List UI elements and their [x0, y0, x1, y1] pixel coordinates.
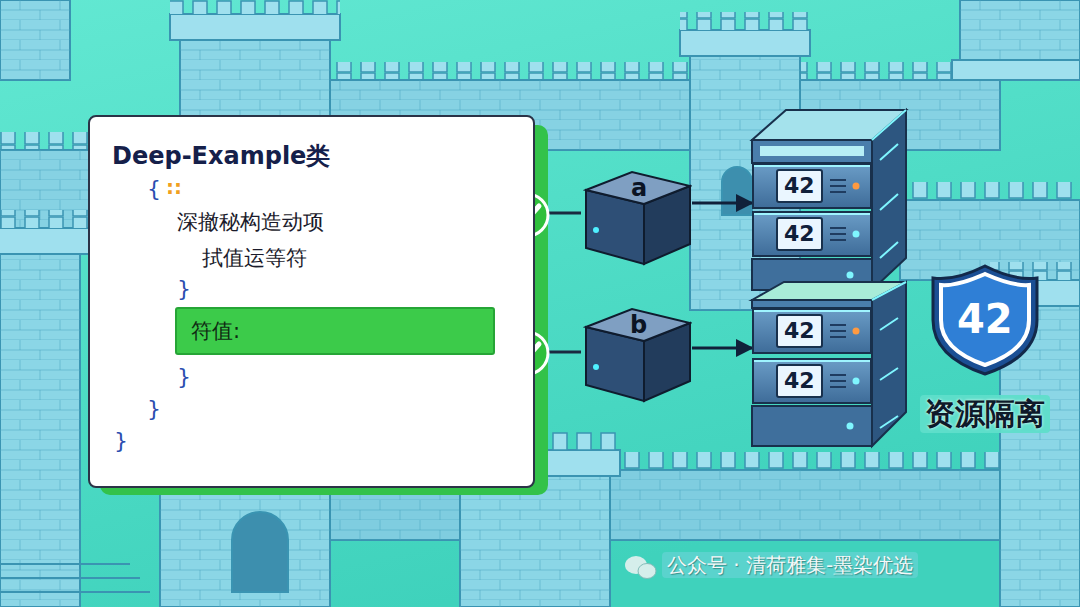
wechat-icon	[625, 556, 656, 579]
code-brace: }	[147, 395, 161, 423]
code-line: 深撤秘构造动项	[177, 209, 324, 235]
code-card: Deep-Example类{::深撤秘构造动项拭值运等符}}}}符值:	[88, 115, 535, 488]
value-label: 42	[776, 217, 823, 251]
highlight-bar: 符值:	[175, 307, 495, 355]
server-unit: 42	[752, 211, 872, 257]
code-line: 拭值运等符	[202, 245, 307, 271]
code-brace: }	[114, 427, 128, 455]
arrow-connector	[692, 347, 752, 350]
watermark: 公众号 · 清荷雅集-墨染优选	[662, 552, 918, 578]
arrow-connector	[692, 202, 752, 205]
server-unit: 42	[752, 308, 872, 354]
shield-caption: 资源隔离	[920, 395, 1050, 433]
value-label: 42	[776, 364, 823, 398]
code-brace: }	[177, 363, 191, 391]
code-brace: }	[177, 275, 191, 303]
data-box: a	[582, 168, 692, 268]
value-label: 42	[776, 314, 823, 348]
value-label: 42	[776, 169, 823, 203]
server-stack	[752, 282, 906, 446]
server-unit: 42	[752, 163, 872, 209]
code-line: 符值:	[191, 318, 240, 344]
shield-number: 42	[957, 294, 1013, 344]
code-brace: {	[147, 175, 161, 203]
variable-name: b	[630, 310, 647, 340]
shield-badge: 42 资源隔离	[905, 262, 1065, 442]
castle-walls	[0, 62, 1080, 540]
server-stack	[752, 110, 906, 290]
class-heading: Deep-Example类	[112, 141, 330, 171]
variable-name: a	[631, 173, 647, 203]
code-symbol: ::	[166, 175, 182, 200]
data-box: b	[582, 305, 692, 405]
server-unit: 42	[752, 358, 872, 404]
